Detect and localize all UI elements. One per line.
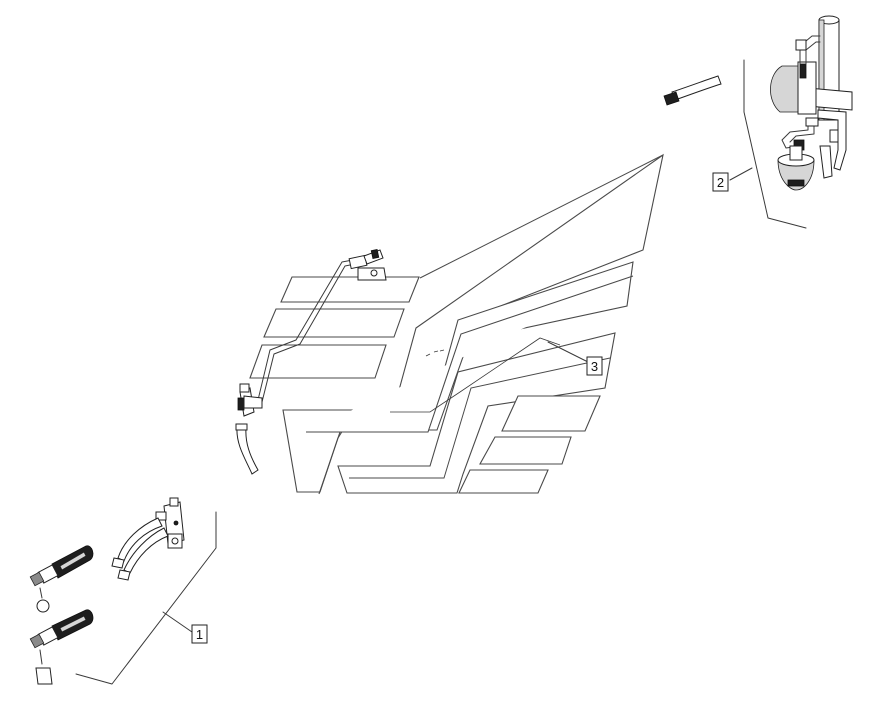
callout-3: 3 bbox=[586, 356, 603, 376]
callout-3-label: 3 bbox=[591, 359, 598, 374]
callout-1: 1 bbox=[191, 624, 208, 644]
coupler-hose-kit bbox=[29, 497, 185, 685]
callout-2: 2 bbox=[712, 172, 729, 192]
group-bracket-1 bbox=[75, 511, 217, 685]
valve-accumulator-assembly bbox=[663, 15, 853, 191]
leader-3 bbox=[547, 341, 589, 363]
hydraulic-pipe-routed bbox=[251, 248, 561, 413]
tractor-panel-outline bbox=[249, 153, 664, 495]
elbow-fitting-left bbox=[235, 383, 263, 475]
callout-1-label: 1 bbox=[196, 627, 203, 642]
group-bracket-2 bbox=[729, 59, 807, 229]
callout-2-label: 2 bbox=[717, 175, 724, 190]
